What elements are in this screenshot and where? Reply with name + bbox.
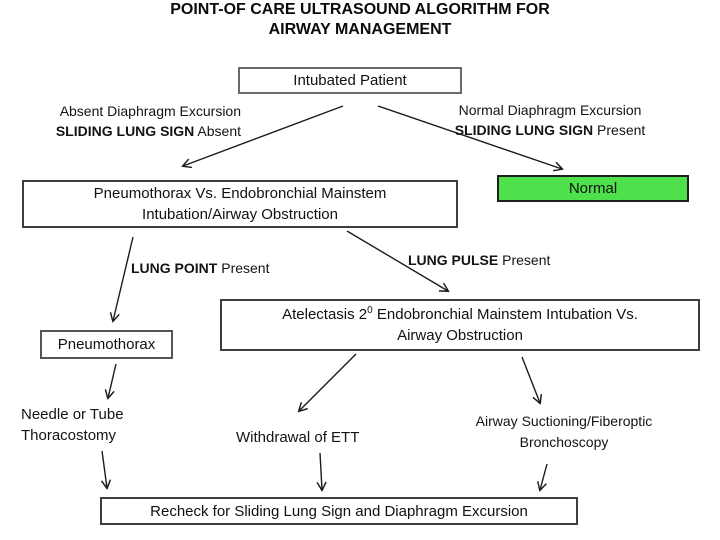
arrow-pneumothorax-to-needle xyxy=(108,363,117,398)
arrow-needle-to-recheck xyxy=(102,450,107,488)
page-title: POINT-OF CARE ULTRASOUND ALGORITHM FOR A… xyxy=(0,0,720,40)
absent-branch-line2: SLIDING LUNG SIGN Absent xyxy=(25,121,241,141)
page-title-line2: AIRWAY MANAGEMENT xyxy=(268,21,452,38)
arrow-atelectasis-to-suction xyxy=(521,356,540,403)
leaf-withdrawal-of-ett: Withdrawal of ETT xyxy=(236,427,359,448)
node-recheck-label: Recheck for Sliding Lung Sign and Diaphr… xyxy=(150,502,528,520)
absent-branch-line1: Absent Diaphragm Excursion xyxy=(59,103,241,119)
node-pneumo-vs-line2: Intubation/Airway Obstruction xyxy=(142,206,338,223)
leaf-airway-suctioning: Airway Suctioning/Fiberoptic Bronchoscop… xyxy=(448,411,680,453)
normal-branch-line2: SLIDING LUNG SIGN Present xyxy=(440,120,660,140)
node-pneumothorax-vs-endobronchial: Pneumothorax Vs. Endobronchial Mainstem … xyxy=(22,180,458,228)
node-atelectasis-line2: Airway Obstruction xyxy=(397,327,523,344)
node-normal: Normal xyxy=(497,175,689,202)
suction-line2: Bronchoscopy xyxy=(519,434,609,450)
lung-pulse-bold: LUNG PULSE xyxy=(408,252,499,268)
node-recheck: Recheck for Sliding Lung Sign and Diaphr… xyxy=(100,497,578,525)
suction-line1: Airway Suctioning/Fiberoptic xyxy=(475,413,653,429)
arrow-atelectasis-to-withdrawal xyxy=(299,353,357,411)
arrow-suction-to-recheck xyxy=(540,463,548,490)
atelectasis-superscript: 0 xyxy=(367,305,373,316)
needle-line1: Needle or Tube xyxy=(21,406,124,423)
node-intubated-patient: Intubated Patient xyxy=(238,67,462,94)
node-atelectasis: Atelectasis 20 Endobronchial Mainstem In… xyxy=(220,299,700,351)
normal-branch-line1: Normal Diaphragm Excursion xyxy=(458,102,642,118)
arrow-withdrawal-to-recheck xyxy=(320,452,322,490)
needle-line2: Thoracostomy xyxy=(21,427,117,444)
node-atelectasis-line1: Atelectasis 20 Endobronchial Mainstem In… xyxy=(282,304,638,325)
leaf-needle-thoracostomy: Needle or Tube Thoracostomy xyxy=(21,404,124,446)
node-normal-label: Normal xyxy=(568,180,618,197)
lung-point-bold: LUNG POINT xyxy=(131,260,218,276)
node-intubated-patient-label: Intubated Patient xyxy=(293,72,407,89)
node-pneumothorax: Pneumothorax xyxy=(40,330,173,359)
withdrawal-label: Withdrawal of ETT xyxy=(236,429,360,446)
node-pneumothorax-label: Pneumothorax xyxy=(57,336,156,353)
lung-point-rest: Present xyxy=(217,260,270,276)
atelectasis-text-post: Endobronchial Mainstem Intubation Vs. xyxy=(372,306,638,323)
absent-branch-rest: Absent xyxy=(194,123,241,139)
edge-label-absent-branch: Absent Diaphragm Excursion SLIDING LUNG … xyxy=(25,101,241,141)
normal-branch-rest: Present xyxy=(593,122,646,138)
edge-label-lung-pulse: LUNG PULSE Present xyxy=(408,250,550,270)
normal-branch-bold: SLIDING LUNG SIGN xyxy=(454,122,594,138)
arrow-pneumo-vs-to-pneumothorax xyxy=(113,236,134,321)
edge-label-normal-branch: Normal Diaphragm Excursion SLIDING LUNG … xyxy=(440,100,660,140)
absent-branch-bold: SLIDING LUNG SIGN xyxy=(55,123,195,139)
page-title-line1: POINT-OF CARE ULTRASOUND ALGORITHM FOR xyxy=(170,1,550,18)
edge-label-lung-point: LUNG POINT Present xyxy=(131,258,269,278)
lung-pulse-rest: Present xyxy=(498,252,551,268)
atelectasis-text-pre: Atelectasis 2 xyxy=(282,306,368,323)
node-pneumo-vs-line1: Pneumothorax Vs. Endobronchial Mainstem xyxy=(93,185,387,202)
